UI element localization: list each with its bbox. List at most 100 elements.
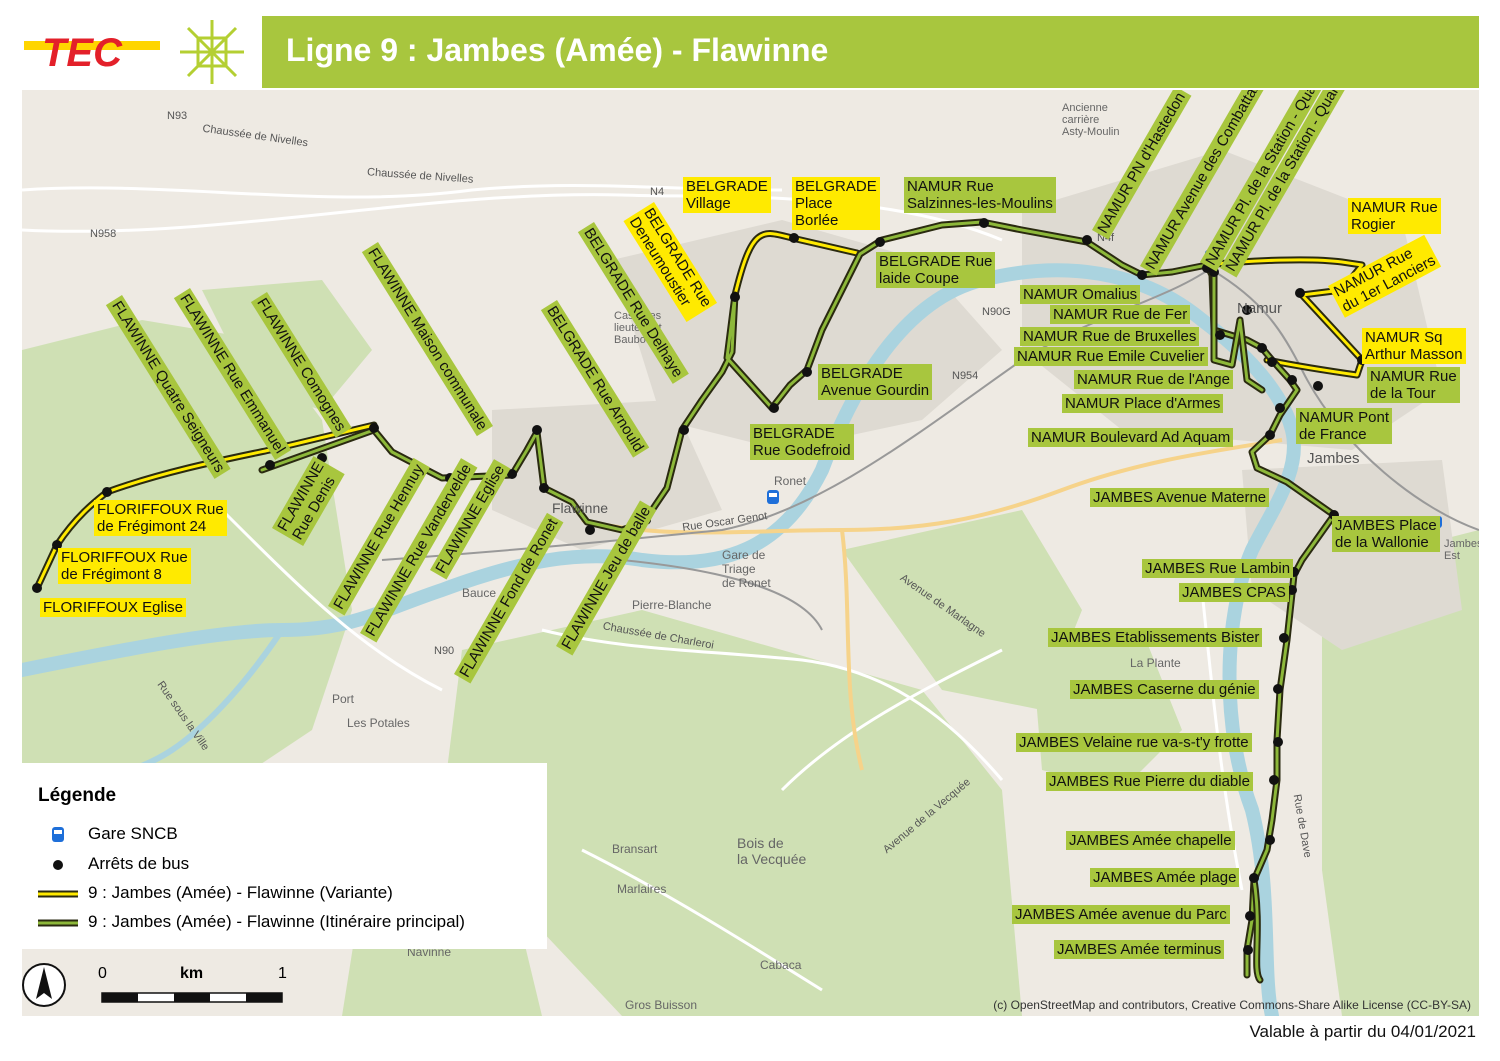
bus-stop-dot — [1257, 343, 1267, 353]
bus-stop-dot — [1243, 945, 1253, 955]
bus-stop-dot — [539, 483, 549, 493]
stop-label[interactable]: NAMUR Rue de Bruxelles — [1020, 327, 1200, 346]
place-label: Cabaca — [760, 958, 802, 972]
bus-stop-dot — [265, 460, 275, 470]
stop-label[interactable]: JAMBES Avenue Materne — [1090, 488, 1270, 507]
stop-label[interactable]: JAMBES Rue Lambin — [1142, 559, 1294, 578]
bus-stop-dot — [102, 487, 112, 497]
bus-stop-dot — [979, 218, 989, 228]
place-label: Gros Buisson — [625, 998, 698, 1012]
bus-stop-dot — [532, 425, 542, 435]
legend-label: 9 : Jambes (Amée) - Flawinne (Variante) — [88, 883, 393, 902]
svg-text:TEC: TEC — [42, 31, 123, 75]
legend-label: Arrêts de bus — [88, 854, 190, 873]
stop-label[interactable]: NAMUR Place d'Armes — [1062, 394, 1224, 413]
bus-stop-dot — [585, 525, 595, 535]
green-line-icon — [38, 913, 78, 933]
place-label: Bauce — [462, 586, 497, 600]
star-logo-icon — [172, 16, 252, 88]
map-area[interactable]: Jambes Namur Flawinne Bauce La Plante Br… — [22, 90, 1479, 1016]
stop-label[interactable]: NAMUR Rue de la Tour — [1367, 367, 1460, 403]
bus-stop-dot — [769, 403, 779, 413]
stop-label[interactable]: BELGRADE Village — [683, 177, 771, 213]
stop-label[interactable]: JAMBES Amée plage — [1090, 868, 1240, 887]
bus-stop-dot — [1215, 330, 1225, 340]
stop-label[interactable]: BELGRADE Rue laide Coupe — [876, 252, 996, 288]
stop-label[interactable]: JAMBES Amée chapelle — [1066, 831, 1235, 850]
bus-stop-dot — [52, 540, 62, 550]
bus-stop-dot — [1295, 288, 1305, 298]
bus-stop-dot — [789, 233, 799, 243]
scale-bar: 0 km 1 — [22, 955, 302, 1015]
legend-item: Gare SNCB — [38, 823, 538, 847]
stop-label[interactable]: BELGRADE Avenue Gourdin — [818, 364, 933, 400]
stop-label[interactable]: NAMUR Omalius — [1020, 285, 1141, 304]
stop-label[interactable]: JAMBES Amée terminus — [1054, 940, 1225, 959]
stop-label[interactable]: NAMUR Rue Rogier — [1348, 198, 1441, 234]
stop-label[interactable]: FLORIFFOUX Rue de Frégimont 24 — [94, 500, 227, 536]
stop-label[interactable]: NAMUR Sq Arthur Masson — [1362, 328, 1466, 364]
stop-label[interactable]: JAMBES Rue Pierre du diable — [1046, 772, 1253, 791]
stop-label[interactable]: NAMUR Rue Salzinnes-les-Moulins — [904, 177, 1056, 213]
osm-credit: (c) OpenStreetMap and contributors, Crea… — [993, 998, 1471, 1012]
stop-label[interactable]: JAMBES Place de la Wallonie — [1332, 516, 1440, 552]
bus-stop-dot-icon — [38, 855, 78, 875]
page-title: Ligne 9 : Jambes (Amée) - Flawinne — [286, 32, 829, 68]
title-bar: Ligne 9 : Jambes (Amée) - Flawinne — [262, 16, 1479, 88]
stop-label[interactable]: NAMUR Rue de l'Ange — [1074, 370, 1233, 389]
bus-stop-dot — [1279, 633, 1289, 643]
place-label: Bois de la Vecquée — [737, 835, 807, 867]
place-label: Flawinne — [552, 500, 609, 516]
bus-stop-dot — [802, 367, 812, 377]
place-label: Jambes- Est — [1444, 538, 1479, 562]
road-label: N90 — [434, 645, 455, 657]
stop-label[interactable]: FLORIFFOUX Rue de Frégimont 8 — [58, 548, 191, 584]
road-label: N93 — [167, 110, 188, 122]
bus-stop-dot — [369, 423, 379, 433]
map-canvas — [22, 150, 1479, 1016]
train-icon — [38, 825, 78, 845]
bus-stop-dot — [1265, 835, 1275, 845]
bus-stop-dot — [1265, 430, 1275, 440]
legend-item: 9 : Jambes (Amée) - Flawinne (Variante) — [38, 882, 538, 906]
tec-logo: TEC — [22, 16, 162, 88]
stop-label[interactable]: BELGRADE Place Borlée — [792, 177, 880, 230]
place-label: Les Potales — [347, 716, 410, 730]
bus-stop-dot — [679, 425, 689, 435]
bus-stop-dot — [730, 292, 740, 302]
stop-label[interactable]: JAMBES Amée avenue du Parc — [1012, 905, 1230, 924]
yellow-line-icon — [38, 884, 78, 904]
legend: Légende Gare SNCB Arrêts de bus 9 : Jamb… — [22, 763, 547, 949]
bus-stop-dot — [1242, 305, 1252, 315]
stop-label[interactable]: BELGRADE Rue Godefroid — [750, 424, 854, 460]
bus-stop-dot — [507, 469, 517, 479]
bus-stop-dot — [1245, 911, 1255, 921]
stop-label[interactable]: JAMBES Caserne du génie — [1070, 680, 1259, 699]
bus-stop-dot — [1287, 375, 1297, 385]
stop-label[interactable]: JAMBES CPAS — [1179, 583, 1289, 602]
place-label: Bransart — [612, 842, 658, 856]
road-label: N4 — [650, 186, 665, 198]
scale-unit: km — [180, 965, 204, 982]
bus-stop-dot — [1313, 381, 1323, 391]
stop-label[interactable]: NAMUR Boulevard Ad Aquam — [1028, 428, 1234, 447]
stop-label[interactable]: NAMUR Pont de France — [1296, 408, 1393, 444]
road-label: N958 — [90, 228, 117, 240]
legend-label: Gare SNCB — [88, 824, 178, 843]
bus-stop-dot — [1249, 873, 1259, 883]
legend-item: 9 : Jambes (Amée) - Flawinne (Itinéraire… — [38, 911, 538, 935]
place-label: Port — [332, 692, 355, 706]
bus-stop-dot — [1275, 403, 1285, 413]
stop-label[interactable]: JAMBES Velaine rue va-s-t'y frotte — [1016, 733, 1252, 752]
place-label: Ancienne carrière Asty-Moulin — [1062, 102, 1120, 138]
legend-item: Arrêts de bus — [38, 853, 538, 877]
place-label: Pierre-Blanche — [632, 598, 712, 612]
place-label: Ronet — [774, 474, 807, 488]
stop-label[interactable]: NAMUR Rue de Fer — [1050, 305, 1191, 324]
stop-label[interactable]: FLORIFFOUX Eglise — [40, 598, 187, 617]
stop-label[interactable]: JAMBES Etablissements Bister — [1048, 628, 1263, 647]
road-label: N90G — [982, 306, 1011, 318]
bus-stop-dot — [1082, 235, 1092, 245]
stop-label[interactable]: NAMUR Rue Emile Cuvelier — [1014, 347, 1208, 366]
scale-end: 1 — [278, 965, 287, 982]
